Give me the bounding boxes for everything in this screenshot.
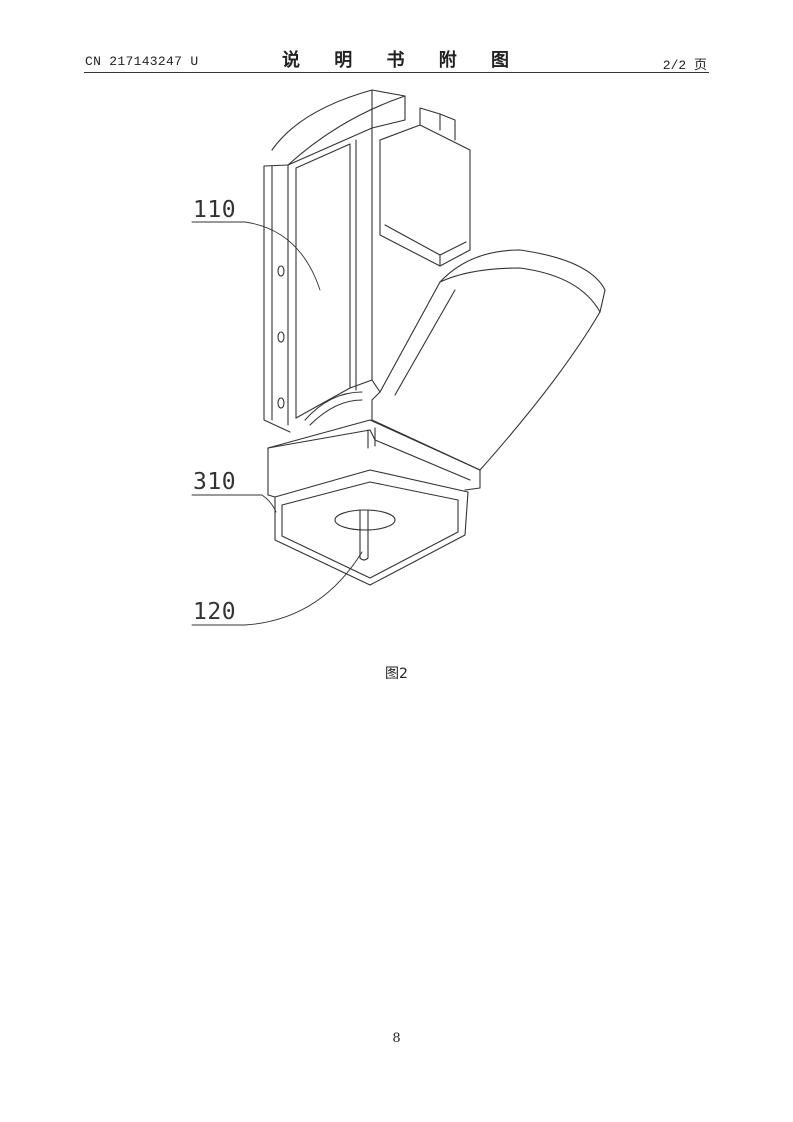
- figure-caption: 图2: [385, 666, 408, 682]
- page-number: 8: [392, 1031, 401, 1046]
- outlet-pipe: [359, 509, 369, 561]
- header-rule: [84, 72, 709, 73]
- leader-120: [191, 551, 363, 626]
- page-ratio: 2/2 页: [662, 58, 707, 73]
- top-cap: [271, 89, 406, 166]
- leader-110: [191, 221, 321, 291]
- header-title: 说 明 书 附 图: [281, 50, 524, 71]
- chute: [439, 249, 606, 313]
- collection-box: [267, 419, 481, 491]
- vertical-housing: [263, 165, 291, 433]
- screw-hole: [277, 397, 285, 409]
- outlet-ring: [334, 509, 396, 531]
- publication-number: CN 217143247 U: [85, 54, 199, 69]
- reference-label-110: 110: [193, 197, 237, 223]
- device-drawing-svg: [191, 89, 606, 626]
- motor-block: [379, 124, 471, 267]
- reference-label-120: 120: [193, 599, 237, 625]
- screw-hole: [277, 265, 285, 277]
- leader-310: [191, 494, 277, 513]
- reference-label-310: 310: [193, 469, 237, 495]
- screw-hole: [277, 331, 285, 343]
